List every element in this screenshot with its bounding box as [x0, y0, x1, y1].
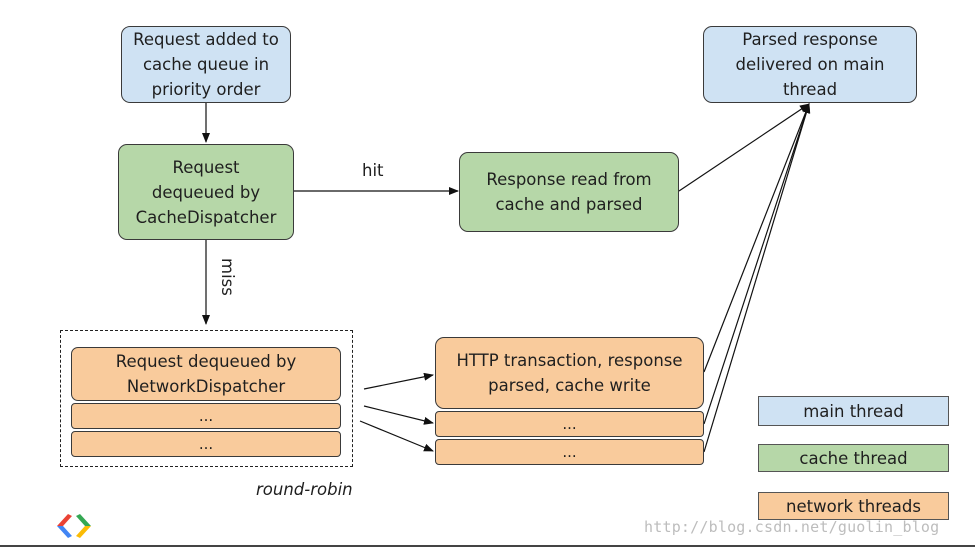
- node-network-slot-3: ...: [71, 431, 341, 457]
- arrow-network-3: [359, 420, 434, 452]
- node-http-transaction: HTTP transaction, response parsed, cache…: [435, 337, 704, 409]
- node-http-slot-3: ...: [435, 439, 704, 465]
- arrow-http-2: [703, 103, 810, 425]
- node-http-slot-2: ...: [435, 411, 704, 437]
- arrow-http-1: [703, 103, 810, 373]
- legend-cache-thread: cache thread: [758, 444, 949, 472]
- bottom-border: [0, 545, 975, 547]
- label-round-robin: round-robin: [256, 480, 353, 499]
- node-parsed-delivered: Parsed response delivered on main thread: [703, 26, 917, 103]
- watermark-url: http://blog.csdn.net/guolin_blog: [644, 518, 940, 536]
- node-request-added: Request added to cache queue in priority…: [121, 26, 291, 103]
- legend-network-threads: network threads: [758, 492, 949, 520]
- node-network-slot-2: ...: [71, 403, 341, 429]
- google-developers-logo-icon: [57, 514, 91, 538]
- arrow-network-1: [363, 372, 434, 390]
- arrow-http-3: [703, 103, 811, 453]
- arrow-cache-to-main: [678, 103, 810, 192]
- network-dispatcher-group: [60, 330, 353, 467]
- label-hit: hit: [362, 161, 384, 180]
- node-response-read: Response read from cache and parsed: [459, 152, 679, 232]
- node-network-dequeued: Request dequeued by NetworkDispatcher: [71, 347, 341, 401]
- arrow-network-2: [363, 405, 434, 425]
- label-miss: miss: [218, 258, 237, 296]
- node-cache-dequeued: Request dequeued by CacheDispatcher: [118, 144, 294, 240]
- legend-main-thread: main thread: [758, 396, 949, 426]
